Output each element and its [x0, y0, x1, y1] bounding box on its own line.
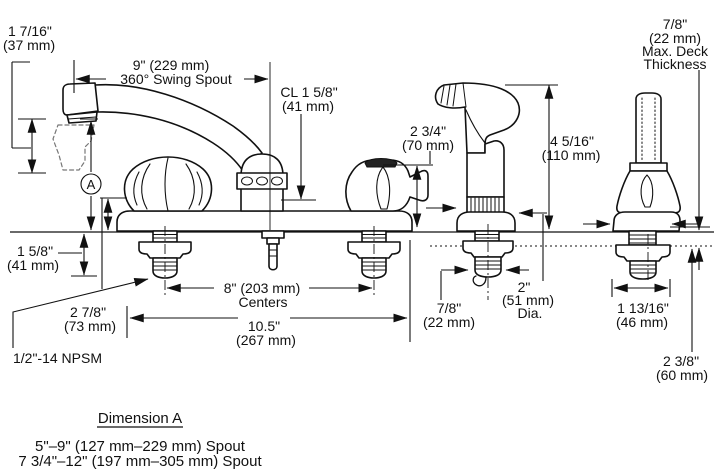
- dim-handle-height-mm: (70 mm): [402, 137, 454, 153]
- dim-sprayer-height-in: 4 5/16": [550, 133, 594, 149]
- dim-holder-width-mm: (46 mm): [616, 314, 668, 330]
- dimension-a-row2: 7 3/4"–12" (197 mm–305 mm) Spout: [18, 453, 262, 470]
- dim-deck-thickness-in: 7/8": [663, 16, 687, 32]
- dim-holder-below-mm: (60 mm): [656, 367, 708, 383]
- dim-sprayer-height-mm: (110 mm): [542, 147, 601, 163]
- dim-spout-end-offset-mm: (73 mm): [64, 318, 116, 334]
- dim-cl-height-in: CL 1 5/8": [280, 84, 337, 100]
- diverter-nipple: [261, 230, 285, 271]
- dimension-lines: [11, 60, 710, 428]
- dim-holder-below-in: 2 3/8": [663, 353, 699, 369]
- dim-deck-thickness-l4: Thickness: [643, 56, 706, 72]
- dim-spout-end-offset-in: 2 7/8": [70, 304, 106, 320]
- side-sprayer: [434, 82, 521, 287]
- dim-sprayer-hole-in: 2": [518, 279, 531, 295]
- dim-overall-in: 10.5": [248, 318, 280, 334]
- dim-swing-spout-label: 360° Swing Spout: [120, 71, 232, 87]
- spout-ghost-dashed: [52, 124, 95, 171]
- dim-below-deck-left-mm: (41 mm): [7, 257, 59, 273]
- spout-outlet: [62, 82, 99, 116]
- dim-sprayer-hole-dia: Dia.: [518, 305, 543, 321]
- dim-thread-spec: 1/2"-14 NPSM: [13, 350, 102, 366]
- dim-sprayer-shank-mm: (22 mm): [423, 314, 475, 330]
- dim-holder-width-in: 1 13/16": [617, 300, 669, 316]
- faucet-fixture: [52, 82, 681, 287]
- dim-overall-mm: (267 mm): [236, 332, 296, 348]
- dimension-a-marker: A: [87, 177, 96, 192]
- dimension-a-row1: 5"–9" (127 mm–229 mm) Spout: [35, 438, 246, 455]
- deck-plate: [116, 210, 413, 232]
- dim-swing-spout-length: 9" (229 mm): [133, 57, 210, 73]
- dim-deck-thickness-l3: Max. Deck: [642, 43, 709, 59]
- dim-below-deck-left-in: 1 5/8": [17, 243, 53, 259]
- left-handle: [123, 156, 213, 212]
- dimension-labels: 1 7/16" (37 mm) 9" (229 mm) 360° Swing S…: [3, 16, 709, 470]
- dim-deck-thickness-mm: (22 mm): [649, 30, 701, 46]
- dim-centers-label: Centers: [238, 294, 287, 310]
- dimension-a-title: Dimension A: [98, 410, 182, 427]
- dim-spout-clearance-mm: (37 mm): [3, 37, 55, 53]
- dim-centers-value: 8" (203 mm): [224, 280, 301, 296]
- dim-sprayer-hole-mm: (51 mm): [502, 292, 554, 308]
- dim-sprayer-shank-in: 7/8": [437, 300, 461, 316]
- dim-cl-height-mm: (41 mm): [282, 98, 334, 114]
- sprayer-holder: [612, 92, 681, 280]
- dim-spout-clearance-in: 1 7/16": [8, 23, 52, 39]
- dim-handle-height-in: 2 3/4": [410, 123, 446, 139]
- centerlines: [164, 224, 649, 300]
